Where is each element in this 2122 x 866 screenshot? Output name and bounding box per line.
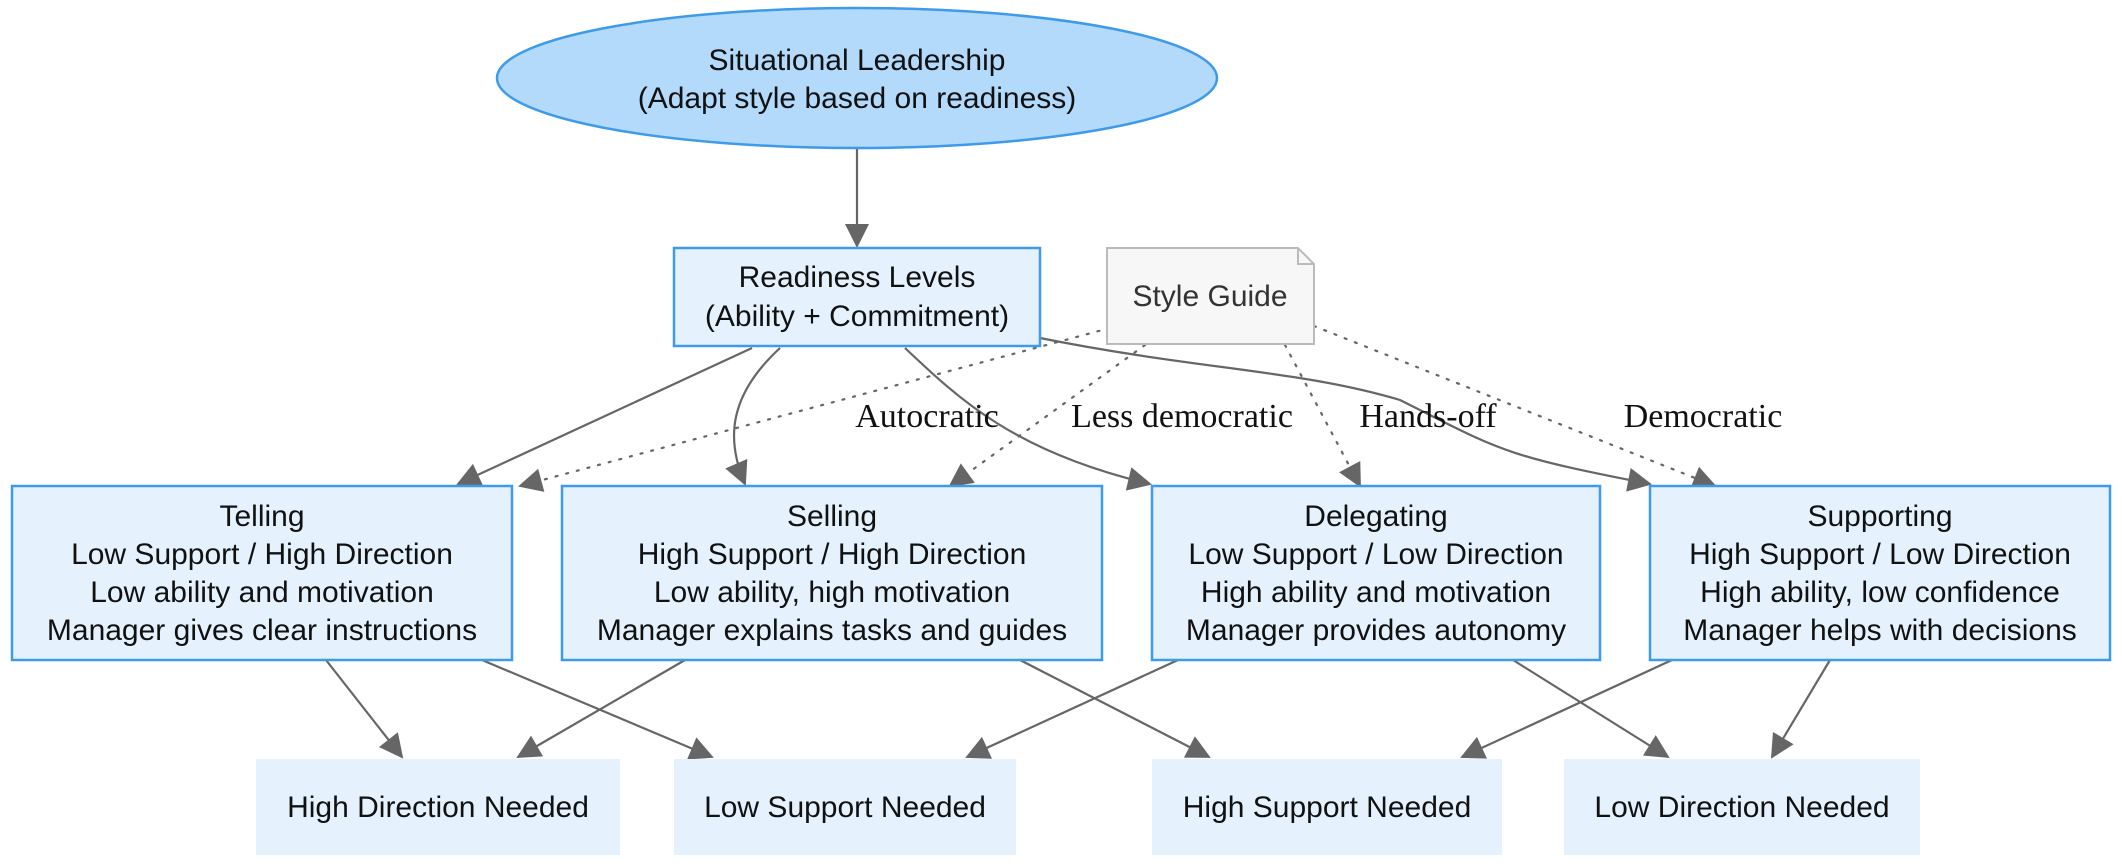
edges [325, 148, 1831, 760]
edge-telling-to-high-direction [325, 659, 404, 759]
style-guide-label: Style Guide [1132, 280, 1287, 313]
edge-label-democratic: Democratic [1624, 398, 1783, 435]
root-subtitle: (Adapt style based on readiness) [638, 82, 1077, 115]
style-node-selling: Selling High Support / High Direction Lo… [560, 484, 1104, 662]
edge-readiness-to-selling [725, 347, 781, 486]
selling-behavior: Manager explains tasks and guides [597, 614, 1067, 647]
readiness-node: Readiness Levels (Ability + Commitment) [672, 246, 1042, 348]
readiness-title: Readiness Levels [739, 261, 976, 294]
edge-readiness-to-telling [456, 347, 753, 486]
root-title: Situational Leadership [709, 44, 1006, 77]
edge-label-autocratic: Autocratic [855, 398, 999, 435]
style-node-telling: Telling Low Support / High Direction Low… [10, 484, 514, 662]
need-high-direction-label: High Direction Needed [287, 791, 589, 824]
edge-label-hands-off: Hands-off [1359, 398, 1497, 435]
style-node-delegating: Delegating Low Support / Low Direction H… [1150, 484, 1602, 662]
delegating-readiness: High ability and motivation [1201, 576, 1551, 609]
edge-supporting-to-high-support [1460, 659, 1673, 759]
selling-balance: High Support / High Direction [638, 538, 1027, 571]
edge-delegating-to-low-support [965, 659, 1179, 759]
delegating-title: Delegating [1304, 500, 1447, 533]
delegating-balance: Low Support / Low Direction [1188, 538, 1563, 571]
supporting-behavior: Manager helps with decisions [1683, 614, 2077, 647]
telling-behavior: Manager gives clear instructions [47, 614, 477, 647]
delegating-behavior: Manager provides autonomy [1186, 614, 1566, 647]
supporting-balance: High Support / Low Direction [1689, 538, 2071, 571]
selling-title: Selling [787, 500, 877, 533]
edge-note-to-selling [948, 343, 1147, 488]
telling-readiness: Low ability and motivation [90, 576, 434, 609]
need-node-high-support: High Support Needed [1152, 759, 1502, 855]
style-node-supporting: Supporting High Support / Low Direction … [1648, 484, 2112, 662]
need-node-high-direction: High Direction Needed [256, 759, 620, 855]
readiness-subtitle: (Ability + Commitment) [705, 300, 1009, 333]
edge-delegating-to-low-direction [1512, 659, 1670, 759]
edge-selling-to-high-support [1019, 659, 1211, 758]
need-high-support-label: High Support Needed [1183, 791, 1472, 824]
edge-readiness-to-supporting [1039, 336, 1652, 492]
edge-labels: Autocratic Less democratic Hands-off Dem… [855, 398, 1782, 435]
root-node: Situational Leadership (Adapt style base… [495, 6, 1219, 150]
need-node-low-support: Low Support Needed [674, 759, 1016, 855]
edge-telling-to-low-support [481, 658, 714, 760]
telling-title: Telling [219, 500, 304, 533]
edge-note-to-delegating [1283, 343, 1362, 488]
edge-supporting-to-low-direction [1770, 659, 1831, 759]
supporting-title: Supporting [1807, 500, 1952, 533]
edge-selling-to-high-direction [516, 659, 686, 759]
need-node-low-direction: Low Direction Needed [1564, 759, 1920, 855]
need-low-support-label: Low Support Needed [704, 791, 986, 824]
selling-readiness: Low ability, high motivation [654, 576, 1010, 609]
supporting-readiness: High ability, low confidence [1700, 576, 2060, 609]
edge-note-to-telling [518, 326, 1112, 492]
style-guide-note: Style Guide [1106, 247, 1315, 345]
edge-readiness-to-delegating [904, 347, 1152, 491]
need-low-direction-label: Low Direction Needed [1594, 791, 1889, 824]
edge-label-less-democratic: Less democratic [1071, 398, 1293, 435]
telling-balance: Low Support / High Direction [71, 538, 453, 571]
